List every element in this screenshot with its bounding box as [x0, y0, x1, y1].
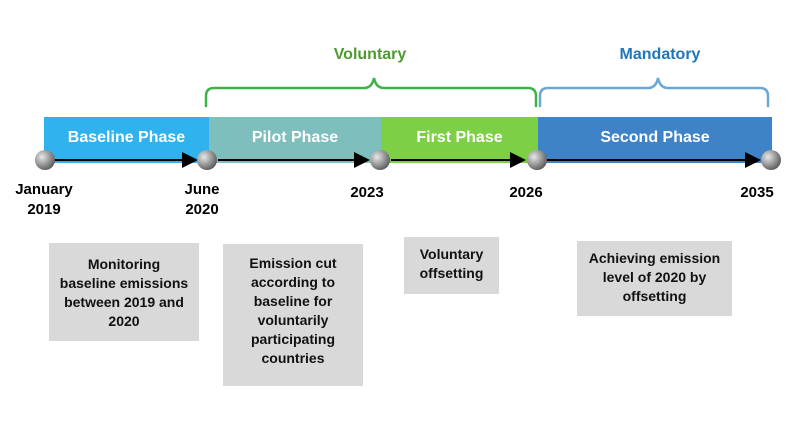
mandatory-label: Mandatory	[619, 46, 701, 63]
desc-pilot-line: participating	[250, 331, 335, 347]
milestone-dot-jan2019	[35, 150, 55, 170]
voluntary-label: Voluntary	[333, 46, 407, 63]
phase-pilot: Pilot Phase	[209, 117, 381, 163]
desc-baseline-line: baseline emissions	[59, 275, 189, 291]
desc-pilot-line: baseline for	[253, 293, 333, 309]
desc-second-line: offsetting	[622, 288, 687, 304]
desc-first-line: Voluntary	[419, 246, 484, 262]
desc-second: Achieving emission level of 2020 by offs…	[577, 241, 732, 316]
milestone-dot-2026	[527, 150, 547, 170]
phase-baseline-label: Baseline Phase	[67, 129, 186, 146]
desc-baseline: Monitoring baseline emissions between 20…	[49, 243, 199, 341]
date-jun2020-line2: 2020	[185, 201, 219, 218]
desc-pilot-line: countries	[261, 350, 325, 366]
desc-first-line: offsetting	[419, 265, 484, 281]
phase-pilot-label: Pilot Phase	[251, 129, 339, 146]
desc-pilot-line: voluntarily	[257, 312, 329, 328]
desc-pilot-line: Emission cut	[249, 255, 337, 271]
date-label-2026: 2026	[509, 184, 543, 201]
desc-second-line: Achieving emission	[588, 250, 721, 266]
date-label-jan2019: January 2019	[8, 180, 80, 220]
phase-second: Second Phase	[538, 117, 772, 163]
desc-second-line: level of 2020 by	[602, 269, 707, 285]
date-jun2020-line1: June	[184, 181, 220, 198]
milestone-dot-jun2020	[197, 150, 217, 170]
phase-baseline: Baseline Phase	[44, 117, 209, 163]
desc-baseline-line: 2020	[108, 313, 140, 329]
desc-baseline-line: between 2019 and	[64, 294, 184, 310]
milestone-dot-2023	[370, 150, 390, 170]
desc-baseline-line: Monitoring	[87, 256, 161, 272]
date-jan2019-line1: January	[15, 181, 73, 198]
date-label-jun2020: June 2020	[172, 180, 232, 220]
date-label-2035: 2035	[740, 184, 774, 201]
date-jan2019-line2: 2019	[27, 201, 61, 218]
phase-first-label: First Phase	[416, 129, 503, 146]
desc-pilot-line: according to	[250, 274, 335, 290]
phase-second-label: Second Phase	[600, 129, 710, 146]
mandatory-bracket	[538, 77, 770, 108]
voluntary-bracket	[204, 77, 538, 108]
date-label-2023: 2023	[350, 184, 384, 201]
milestone-dot-2035	[761, 150, 781, 170]
desc-pilot: Emission cut according to baseline for v…	[223, 244, 363, 386]
desc-first: Voluntary offsetting	[404, 237, 499, 294]
